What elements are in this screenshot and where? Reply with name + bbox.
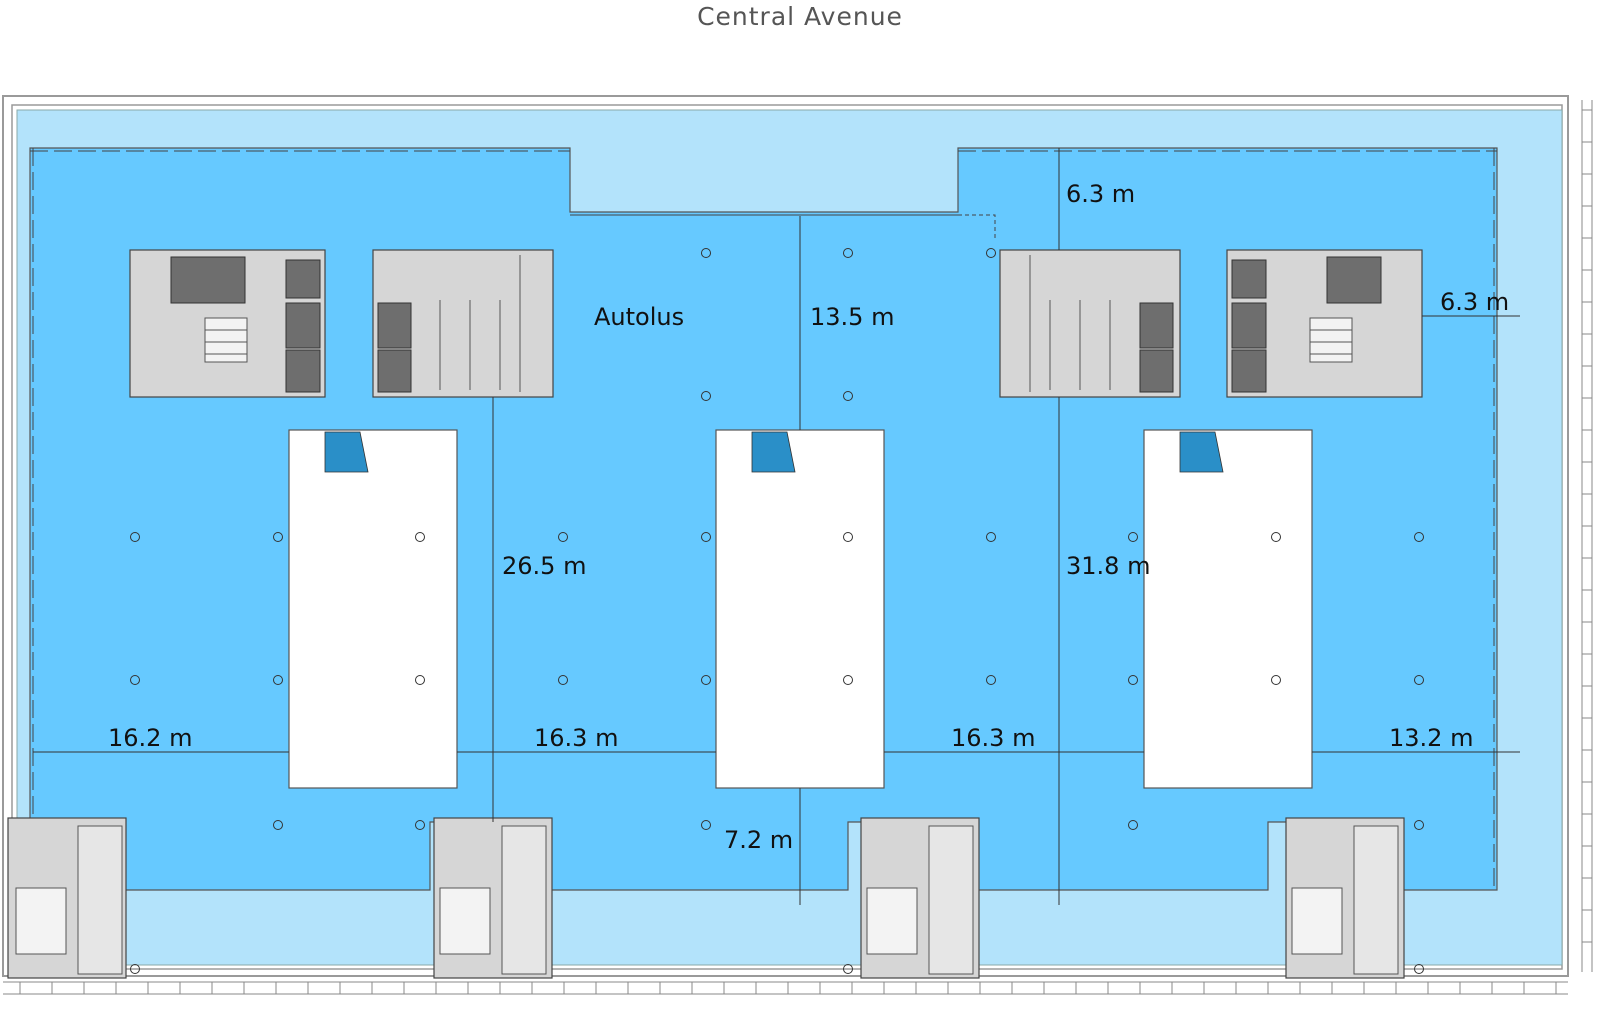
atrium-void-2 [715,429,885,789]
column-marker [843,532,853,542]
core-stair-lift-1 [129,249,326,398]
dim-label-left-depth: 26.5 m [502,552,586,580]
street-label: Central Avenue [697,2,903,31]
column-marker [701,391,711,401]
column-marker [130,532,140,542]
column-marker [1128,820,1138,830]
column-marker [1271,675,1281,685]
column-marker [415,532,425,542]
column-marker [130,964,140,974]
dim-label-span-4: 13.2 m [1389,724,1473,752]
atrium-void-3 [1143,429,1313,789]
column-marker [1414,964,1424,974]
column-marker [701,820,711,830]
atrium-void-1 [288,429,458,789]
core-bottom-2 [433,817,553,979]
core-toilets-2 [999,249,1181,398]
column-marker [1414,532,1424,542]
column-marker [273,532,283,542]
dim-label-span-1: 16.2 m [108,724,192,752]
column-marker [273,820,283,830]
column-marker [558,532,568,542]
dim-label-void-to-edge: 7.2 m [724,826,793,854]
dim-label-right-depth: 31.8 m [1066,552,1150,580]
column-marker [843,964,853,974]
column-marker [415,820,425,830]
column-marker [1414,820,1424,830]
core-toilets-1 [372,249,554,398]
column-marker [986,532,996,542]
column-marker [843,391,853,401]
column-marker [130,675,140,685]
column-marker [1128,675,1138,685]
column-marker [986,675,996,685]
core-bottom-3 [860,817,980,979]
column-marker [415,675,425,685]
column-marker [273,675,283,685]
column-marker [701,675,711,685]
column-marker [843,675,853,685]
core-bottom-4 [1285,817,1405,979]
column-marker [1271,532,1281,542]
column-marker [843,248,853,258]
core-bottom-1 [7,817,127,979]
tenant-label: Autolus [594,303,684,331]
column-marker [558,675,568,685]
dim-label-span-3: 16.3 m [951,724,1035,752]
column-marker [701,248,711,258]
dim-label-top-right-depth: 6.3 m [1066,180,1135,208]
column-marker [1414,675,1424,685]
dim-label-right-edge: 6.3 m [1440,288,1509,316]
column-grid [130,248,1424,974]
dimension-lines [33,148,1520,905]
column-marker [1128,532,1138,542]
dim-label-core-to-void: 13.5 m [810,303,894,331]
dim-label-span-2: 16.3 m [534,724,618,752]
column-marker [701,532,711,542]
column-marker [986,248,996,258]
facade-strip [3,100,1593,995]
core-stair-lift-2 [1226,249,1423,398]
